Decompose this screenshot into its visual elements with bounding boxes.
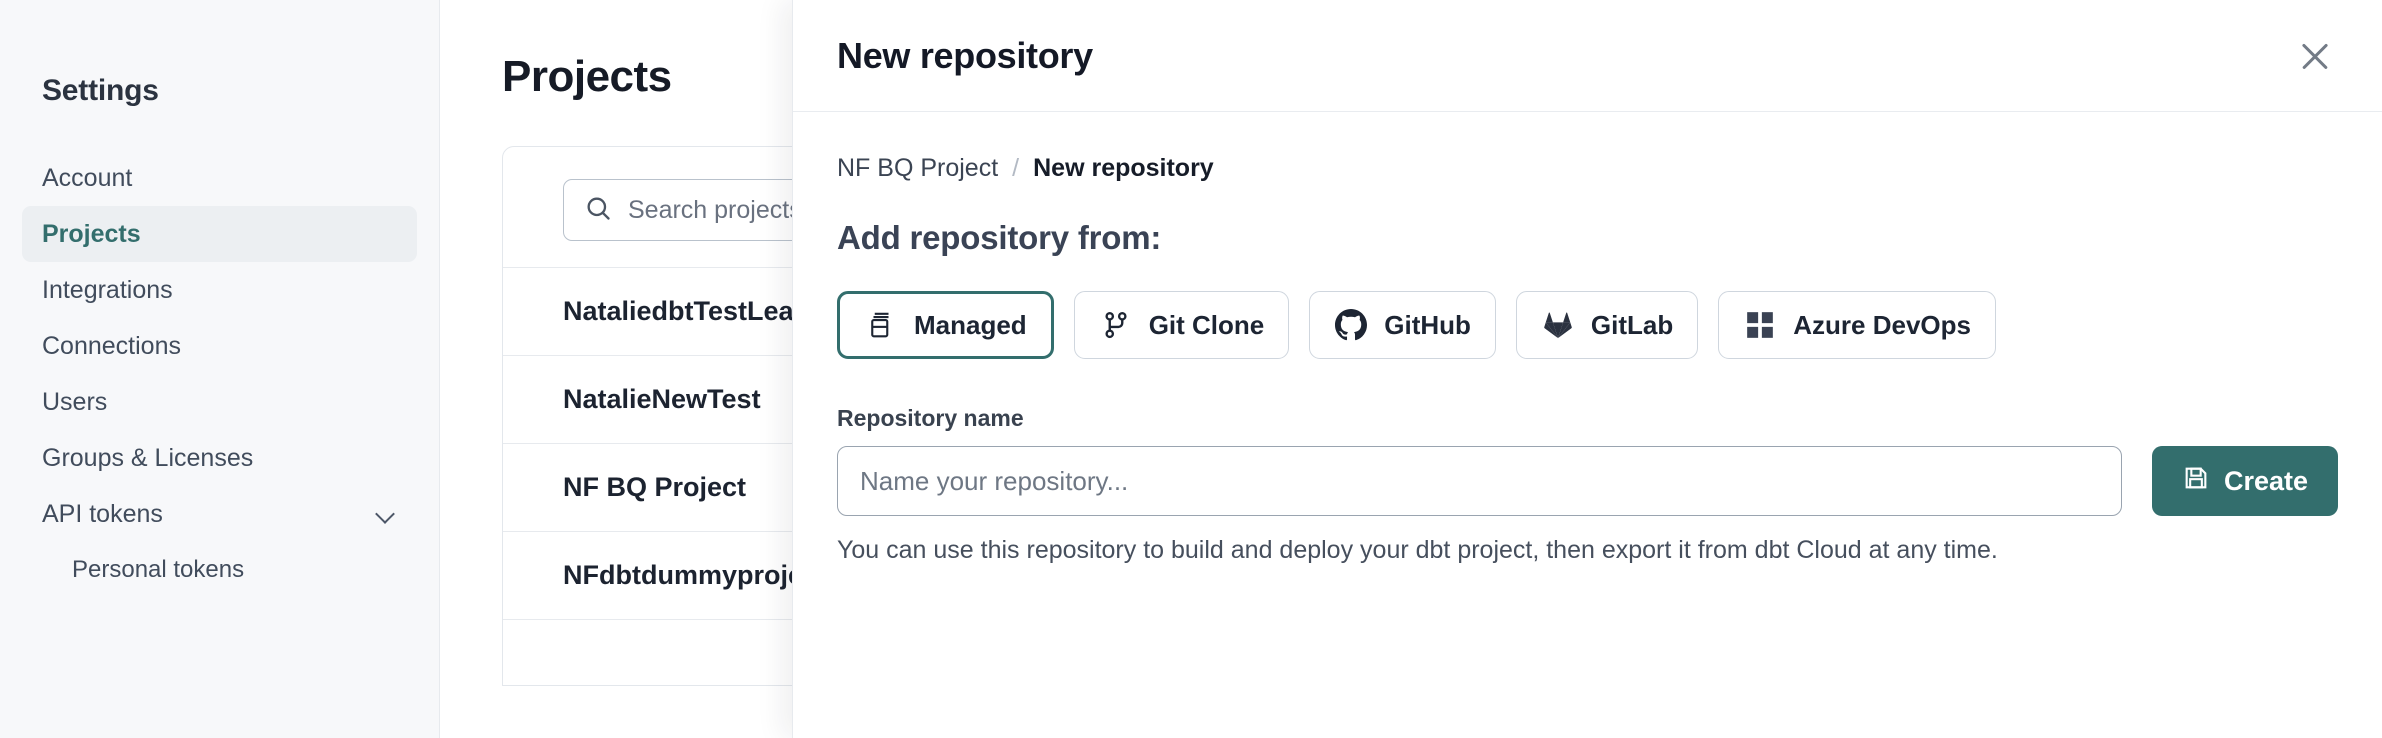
save-icon bbox=[2182, 464, 2210, 499]
modal-header: New repository bbox=[793, 0, 2382, 112]
repository-source-options: Managed Git Clone bbox=[837, 291, 2338, 359]
project-name: NatalieNewTest bbox=[563, 384, 761, 414]
source-option-git-clone[interactable]: Git Clone bbox=[1073, 291, 1290, 359]
sidebar-item-users[interactable]: Users bbox=[22, 374, 417, 430]
sidebar-item-label: Users bbox=[42, 387, 108, 416]
git-branch-icon bbox=[1099, 308, 1133, 342]
chevron-down-icon[interactable] bbox=[375, 503, 397, 525]
settings-sidebar: Settings Account Projects Integrations C… bbox=[0, 0, 440, 738]
breadcrumb-parent-link[interactable]: NF BQ Project bbox=[837, 154, 999, 182]
repository-name-row: Create bbox=[837, 446, 2338, 516]
create-button-label: Create bbox=[2223, 465, 2308, 496]
source-option-label: GitHub bbox=[1384, 309, 1471, 340]
section-heading: Add repository from: bbox=[837, 219, 1162, 256]
sidebar-item-account[interactable]: Account bbox=[22, 150, 417, 206]
sidebar-item-label: Projects bbox=[42, 219, 141, 248]
sidebar-item-label: Groups & Licenses bbox=[42, 443, 254, 472]
sidebar-title: Settings bbox=[42, 74, 159, 107]
page-title: Projects bbox=[502, 52, 672, 101]
new-repository-modal: New repository NF BQ Project / New repos… bbox=[792, 0, 2382, 738]
gitlab-icon bbox=[1541, 308, 1575, 342]
sidebar-item-label: Personal tokens bbox=[72, 556, 245, 583]
modal-body: NF BQ Project / New repository Add repos… bbox=[793, 112, 2382, 565]
github-icon bbox=[1334, 308, 1368, 342]
close-icon[interactable] bbox=[2292, 33, 2338, 79]
create-button[interactable]: Create bbox=[2151, 446, 2338, 516]
source-option-label: Azure DevOps bbox=[1793, 309, 1971, 340]
managed-repo-icon bbox=[864, 308, 898, 342]
source-option-managed[interactable]: Managed bbox=[837, 291, 1054, 359]
source-option-gitlab[interactable]: GitLab bbox=[1515, 291, 1699, 359]
repository-name-label: Repository name bbox=[837, 405, 1024, 431]
sidebar-item-label: Integrations bbox=[42, 275, 173, 304]
repository-name-input[interactable] bbox=[837, 446, 2122, 516]
source-option-label: Managed bbox=[914, 309, 1027, 340]
source-option-label: GitLab bbox=[1590, 309, 1674, 340]
sidebar-item-personal-tokens[interactable]: Personal tokens bbox=[22, 542, 417, 598]
breadcrumb: NF BQ Project / New repository bbox=[837, 154, 2338, 183]
azure-devops-icon bbox=[1743, 308, 1777, 342]
search-icon bbox=[584, 194, 612, 227]
helper-text: You can use this repository to build and… bbox=[837, 536, 1998, 564]
source-option-label: Git Clone bbox=[1148, 309, 1265, 340]
project-name: NF BQ Project bbox=[563, 472, 747, 502]
breadcrumb-current: New repository bbox=[1033, 154, 1214, 182]
sidebar-item-label: Connections bbox=[42, 331, 181, 360]
sidebar-item-label: Account bbox=[42, 163, 133, 192]
sidebar-item-integrations[interactable]: Integrations bbox=[22, 262, 417, 318]
sidebar-item-api-tokens[interactable]: API tokens bbox=[22, 486, 417, 542]
sidebar-item-groups-licenses[interactable]: Groups & Licenses bbox=[22, 430, 417, 486]
sidebar-item-projects[interactable]: Projects bbox=[22, 206, 417, 262]
breadcrumb-separator: / bbox=[1012, 154, 1020, 182]
source-option-azure-devops[interactable]: Azure DevOps bbox=[1718, 291, 1996, 359]
sidebar-item-connections[interactable]: Connections bbox=[22, 318, 417, 374]
sidebar-item-label: API tokens bbox=[42, 499, 163, 528]
modal-title: New repository bbox=[837, 34, 1093, 76]
source-option-github[interactable]: GitHub bbox=[1309, 291, 1496, 359]
project-name: NFdbtdummyproject bbox=[563, 560, 828, 590]
